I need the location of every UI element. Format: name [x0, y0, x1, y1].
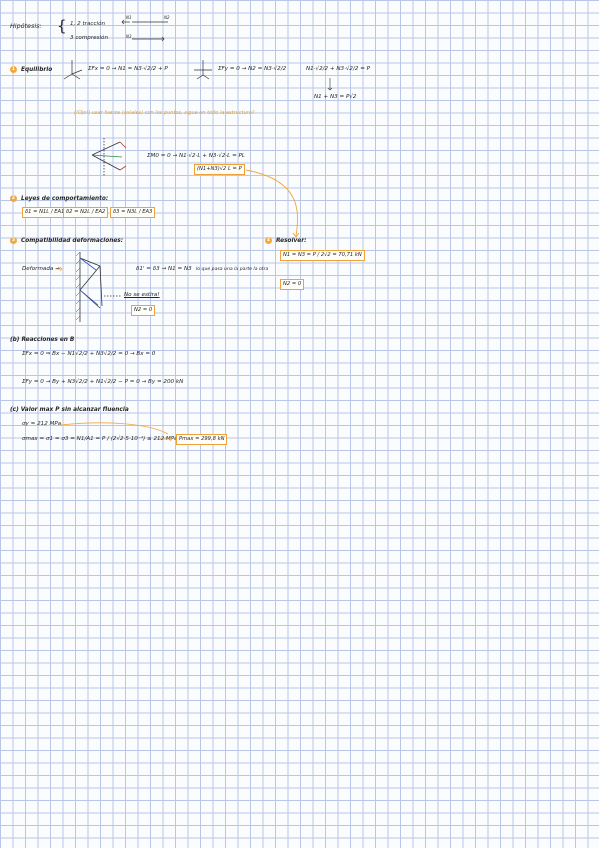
section-2-title: 2 Leyes de comportamiento:	[10, 195, 108, 203]
fbd-sketch-2	[194, 60, 212, 80]
n2-zero-box: N2 = 0	[131, 305, 156, 316]
section-4-title: 4 Resolver:	[265, 237, 306, 245]
hipotesis-label: Hipótesis:	[10, 22, 42, 30]
fbd-sketch-1	[63, 60, 83, 80]
hipotesis-n3: N3	[126, 34, 132, 39]
section-1-title: 1 Equilibrio	[10, 66, 52, 74]
section-3-badge: 3	[10, 237, 17, 244]
moment-boxed: (N1+N3)√2 L = P	[194, 164, 245, 175]
sigma-max-eq: σmax = σ1 = σ3 = N1/A1 = P / (2√2·5·10⁻⁴…	[22, 436, 178, 442]
eq3-down-arrow	[327, 78, 333, 91]
equilibrium-note: (!Ojo!) usar fuerza (axiales) con los pu…	[74, 110, 255, 116]
result-arrow	[160, 436, 173, 442]
resolver-eq: N1 = N3 = P / 2√2 = 70,71 kN	[280, 250, 365, 261]
compat-eq: δ1' = δ3 → N1 = N3	[136, 266, 192, 272]
deformada-label: Deformada →	[22, 266, 60, 272]
section-4-badge: 4	[265, 237, 272, 244]
section-2-title-text: Leyes de comportamiento:	[21, 196, 109, 202]
reaction-eq1: ΣFx = 0 ⇒ Bx − N1√2/2 + N3√2/2 = 0 → Bx …	[22, 351, 156, 357]
equilibrium-eq3: N1·√2/2 + N3·√2/2 = P	[306, 66, 371, 72]
section-b-title: (b) Reacciones en B	[10, 337, 75, 343]
section-3-title-text: Compatibilidad deformaciones:	[21, 238, 124, 244]
link-arrow	[245, 169, 298, 237]
hipotesis-line1: 1, 2 tracción	[70, 21, 106, 27]
equilibrium-eq1: ΣFx = 0 → N1 = N3·√2/2 + P	[88, 66, 168, 72]
section-3-title: 3 Compatibilidad deformaciones:	[10, 237, 123, 245]
sigma-y: σy = 212 MPa	[22, 421, 62, 427]
sigma-arrow	[59, 422, 169, 435]
hipotesis-line2: 3 compresión	[70, 35, 109, 41]
hipotesis-arrows	[121, 19, 168, 42]
hipotesis-n2: N2	[164, 15, 170, 20]
section-1-title-text: Equilibrio	[21, 67, 53, 73]
moment-eq: ΣM0 = 0 → N1·√2·L + N3·√2·L = PL	[147, 153, 246, 159]
section-1-badge: 1	[10, 66, 17, 73]
section-2-badge: 2	[10, 195, 17, 202]
reaction-eq2: ΣFy = 0 → By + N3√2/2 + N1√2/2 − P = 0 →…	[22, 379, 184, 385]
section-c-title: (c) Valor max P sin alcanzar fluencia	[10, 407, 129, 413]
equilibrium-eq2: ΣFy = 0 → N2 = N3·√2/2	[218, 66, 287, 72]
equilibrium-eq4: N1 + N3 = P√2	[314, 94, 357, 100]
pmax-result: Pmax = 299,8 kN	[176, 434, 228, 445]
deformada-truss	[75, 251, 122, 322]
compat-note: lo que pasa una la parte la otra	[196, 267, 269, 272]
moment-diagram	[91, 138, 127, 176]
resolver-n2: N2 = 0	[280, 279, 305, 290]
no-estira: No se estira!	[124, 292, 160, 298]
hipotesis-n1: N1	[126, 15, 132, 20]
section-4-title-text: Resolver:	[276, 238, 307, 244]
hipotesis-brace: {	[57, 17, 67, 35]
deformada-arrow	[56, 266, 63, 272]
law-2: δ2 = N2L / EA2	[63, 207, 109, 218]
law-3: δ3 = N3L / EA3	[110, 207, 156, 218]
